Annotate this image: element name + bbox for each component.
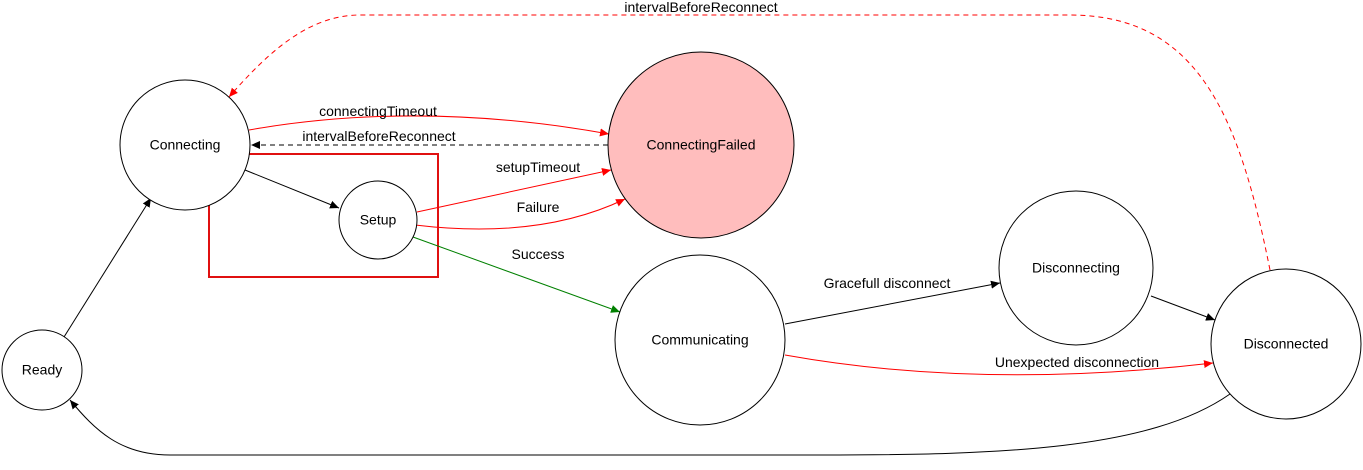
setup-highlight-box xyxy=(208,153,439,278)
edge-label-unexpected-disconnection: Unexpected disconnection xyxy=(995,354,1159,370)
state-setup[interactable]: Setup xyxy=(338,180,418,260)
edge-label-success: Success xyxy=(512,246,565,262)
edge-interval-top xyxy=(228,14,1271,271)
edge-label-failure: Failure xyxy=(517,199,560,215)
edge-label-interval-mid: intervalBeforeReconnect xyxy=(302,128,455,144)
state-connecting-failed[interactable]: ConnectingFailed xyxy=(607,51,795,239)
state-disconnecting-label: Disconnecting xyxy=(1032,260,1120,276)
edge-ready-connecting xyxy=(63,197,152,338)
edge-disconnecting-disconnected xyxy=(1150,295,1216,321)
edge-connecting-setup xyxy=(244,169,340,209)
edge-disconnected-ready xyxy=(69,393,1231,456)
edge-label-setup-timeout: setupTimeout xyxy=(496,159,580,175)
edge-success xyxy=(412,236,621,313)
edge-unexpected-disconnection xyxy=(784,354,1214,376)
edge-failure xyxy=(414,198,626,230)
edge-setup-timeout xyxy=(416,167,612,213)
state-setup-label: Setup xyxy=(360,212,397,228)
state-connecting-failed-label: ConnectingFailed xyxy=(647,137,756,153)
state-communicating[interactable]: Communicating xyxy=(614,254,786,426)
state-communicating-label: Communicating xyxy=(651,332,748,348)
state-ready-label: Ready xyxy=(22,362,62,378)
edge-connecting-timeout xyxy=(248,115,610,137)
edge-label-connecting-timeout: connectingTimeout xyxy=(319,103,437,119)
state-ready[interactable]: Ready xyxy=(1,329,83,411)
edge-label-graceful-disconnect: Gracefull disconnect xyxy=(824,275,951,291)
state-disconnected-label: Disconnected xyxy=(1244,336,1329,352)
state-connecting-label: Connecting xyxy=(150,137,221,153)
edge-label-interval-top: intervalBeforeReconnect xyxy=(624,0,777,15)
state-disconnected[interactable]: Disconnected xyxy=(1210,268,1362,420)
state-disconnecting[interactable]: Disconnecting xyxy=(998,190,1154,346)
state-connecting[interactable]: Connecting xyxy=(119,79,251,211)
edge-graceful-disconnect xyxy=(784,280,1001,325)
